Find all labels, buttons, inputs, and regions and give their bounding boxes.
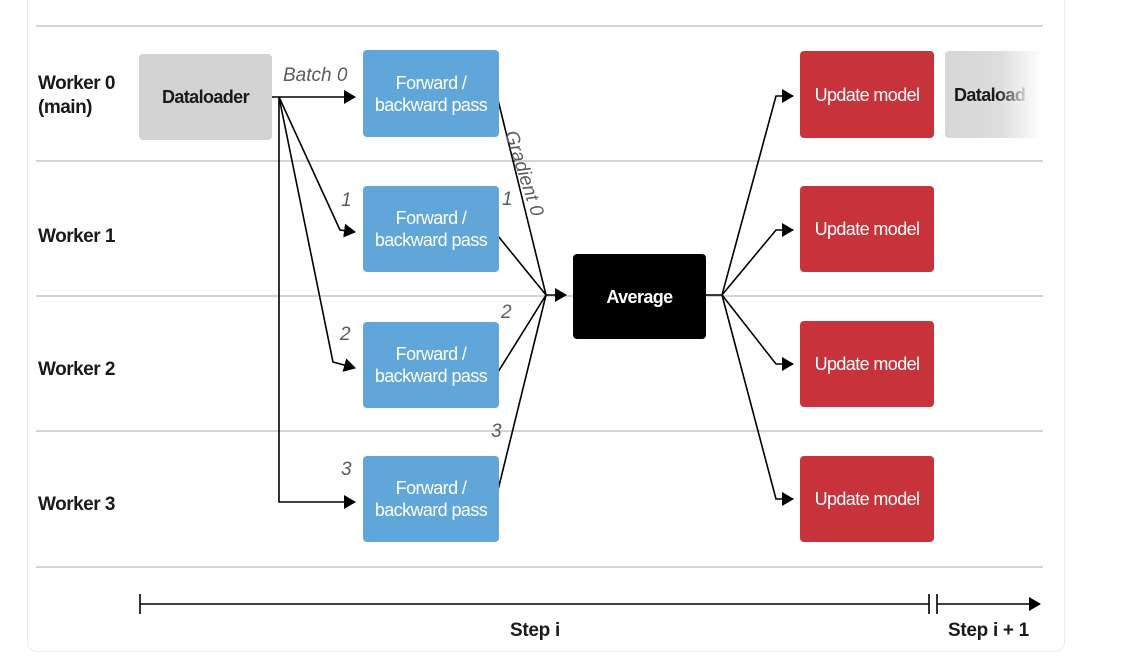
worker-label-0: Worker 0 (main) [38,73,115,118]
worker-label-3: Worker 3 [38,494,115,515]
forward-pass-label: Forward / backward pass [374,208,488,250]
step-next-label: Step i + 1 [948,620,1029,641]
update-model-2: Update model [800,321,934,407]
update-model-0: Update model [800,51,934,138]
next-dataloader-box: Dataload [945,51,1042,138]
update-arrow-0 [706,89,794,296]
row-divider [36,25,1043,27]
batch-label-0: Batch 0 [283,65,348,86]
row-divider [36,160,1043,162]
update-model-3: Update model [800,456,934,542]
gradient-line-2 [497,294,547,373]
gradient-line-0 [497,99,547,296]
gradient-line-1 [497,235,547,296]
gradient-label-3: 3 [491,421,502,442]
update-arrow-1 [721,223,794,296]
batch-arrow-3 [278,97,356,509]
update-arrow-2 [721,294,794,371]
batch-arrow-1 [278,96,356,238]
worker-label-2: Worker 2 [38,359,115,380]
batch-label-1: 1 [341,190,352,211]
gradient-label-1: 1 [502,189,513,210]
batch-label-3: 3 [341,459,352,480]
forward-pass-label: Forward / backward pass [374,478,488,520]
row-divider [36,566,1043,568]
forward-backward-pass-2: Forward / backward pass [363,322,499,408]
update-model-label: Update model [814,354,920,374]
row-divider [36,430,1043,432]
average-box: Average [573,254,706,339]
next-dataloader-label: Dataload [954,84,1026,105]
step-i-label: Step i [510,620,560,641]
update-model-label: Update model [814,219,920,239]
update-model-1: Update model [800,186,934,272]
update-arrow-3 [721,294,794,506]
batch-arrow-2 [278,96,356,372]
forward-pass-label: Forward / backward pass [374,72,488,115]
dataloader-label: Dataloader [161,87,250,107]
row-divider [36,295,1043,297]
average-label: Average [606,286,673,307]
batch-label-2: 2 [340,324,351,345]
gradient-line-3 [497,294,547,491]
dataloader-box: Dataloader [139,54,272,140]
update-model-label: Update model [814,489,920,509]
forward-backward-pass-1: Forward / backward pass [363,186,499,272]
update-model-label: Update model [814,84,920,105]
gradient-label-2: 2 [501,302,512,323]
forward-backward-pass-3: Forward / backward pass [363,456,499,542]
forward-pass-label: Forward / backward pass [374,344,488,386]
forward-backward-pass-0: Forward / backward pass [363,50,499,137]
worker-label-1: Worker 1 [38,226,115,247]
